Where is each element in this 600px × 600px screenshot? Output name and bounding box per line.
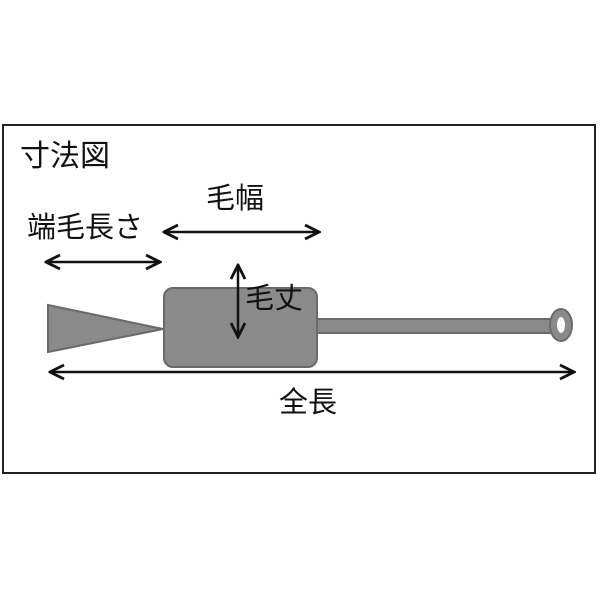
overall-length-label: 全長 xyxy=(279,385,338,419)
brush-tip-triangle xyxy=(47,303,164,354)
bristle-width-label: 毛幅 xyxy=(206,181,265,215)
bristle-height-label: 毛丈 xyxy=(245,281,304,315)
diagram-frame xyxy=(2,124,596,474)
brush-handle-shaft xyxy=(314,318,554,334)
tip-length-label: 端毛長さ xyxy=(27,210,144,244)
diagram-title: 寸法図 xyxy=(20,139,110,174)
ring-hole xyxy=(557,317,565,333)
